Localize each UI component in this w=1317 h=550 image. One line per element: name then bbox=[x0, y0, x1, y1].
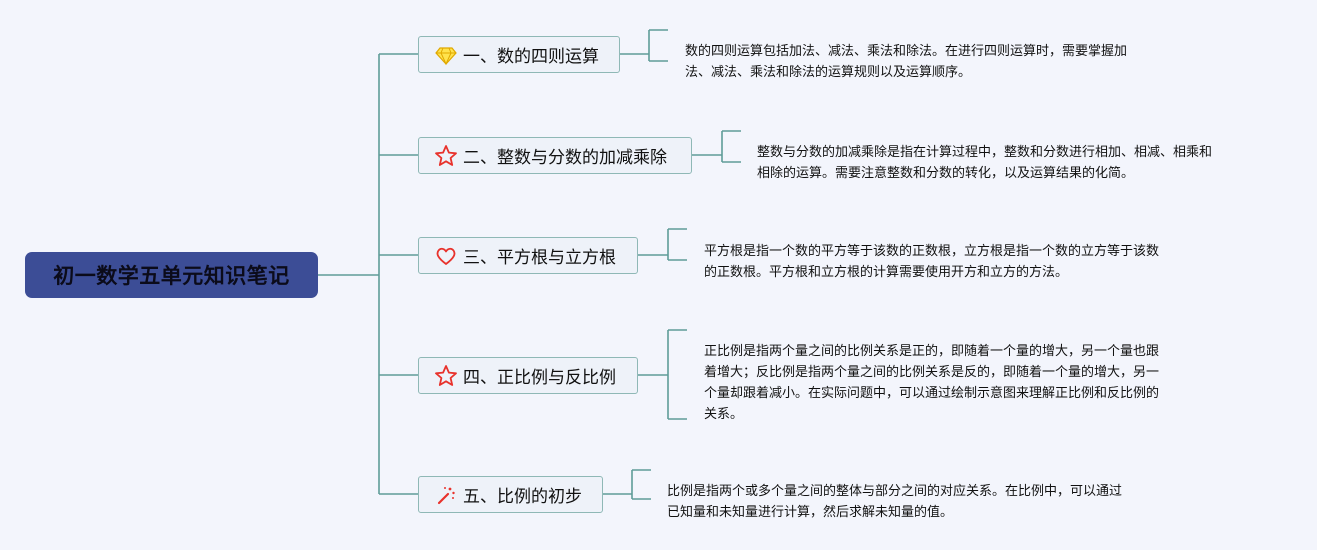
description-line: 相除的运算。需要注意整数和分数的转化，以及运算结果的化简。 bbox=[757, 166, 1135, 181]
branch-label: 三、平方根与立方根 bbox=[463, 248, 616, 268]
root-topic[interactable]: 初一数学五单元知识笔记 bbox=[25, 252, 318, 298]
branch-label: 五、比例的初步 bbox=[463, 487, 582, 507]
star-icon bbox=[433, 363, 459, 389]
description-line: 平方根是指一个数的平方等于该数的正数根，立方根是指一个数的立方等于该数 bbox=[704, 244, 1160, 259]
description-line: 整数与分数的加减乘除是指在计算过程中，整数和分数进行相加、相减、相乘和 bbox=[757, 145, 1213, 160]
description-2: 整数与分数的加减乘除是指在计算过程中，整数和分数进行相加、相减、相乘和 相除的运… bbox=[757, 142, 1212, 184]
description-line: 个量却跟着减小。在实际问题中，可以通过绘制示意图来理解正比例和反比例的 bbox=[704, 386, 1160, 401]
diamond-icon bbox=[433, 42, 459, 68]
description-line: 着增大；反比例是指两个量之间的比例关系是反的，即随着一个量的增大，另一 bbox=[704, 365, 1160, 380]
heart-icon bbox=[433, 243, 459, 269]
description-line: 比例是指两个或多个量之间的整体与部分之间的对应关系。在比例中，可以通过 bbox=[667, 484, 1123, 499]
description-line: 法、减法、乘法和除法的运算规则以及运算顺序。 bbox=[685, 65, 972, 80]
branch-node-4[interactable]: 四、正比例与反比例 bbox=[418, 357, 638, 394]
root-title: 初一数学五单元知识笔记 bbox=[53, 264, 290, 288]
branch-label: 四、正比例与反比例 bbox=[463, 368, 616, 388]
description-4: 正比例是指两个量之间的比例关系是正的，即随着一个量的增大，另一个量也跟 着增大；… bbox=[704, 341, 1159, 425]
branch-label: 二、整数与分数的加减乘除 bbox=[463, 148, 667, 168]
description-5: 比例是指两个或多个量之间的整体与部分之间的对应关系。在比例中，可以通过 已知量和… bbox=[667, 481, 1122, 523]
description-line: 数的四则运算包括加法、减法、乘法和除法。在进行四则运算时，需要掌握加 bbox=[685, 44, 1128, 59]
description-line: 正比例是指两个量之间的比例关系是正的，即随着一个量的增大，另一个量也跟 bbox=[704, 344, 1160, 359]
description-line: 已知量和未知量进行计算，然后求解未知量的值。 bbox=[667, 505, 954, 520]
branch-node-1[interactable]: 一、数的四则运算 bbox=[418, 36, 620, 73]
branch-label: 一、数的四则运算 bbox=[463, 47, 599, 67]
description-line: 的正数根。平方根和立方根的计算需要使用开方和立方的方法。 bbox=[704, 265, 1069, 280]
description-3: 平方根是指一个数的平方等于该数的正数根，立方根是指一个数的立方等于该数 的正数根… bbox=[704, 241, 1159, 283]
branch-node-3[interactable]: 三、平方根与立方根 bbox=[418, 237, 638, 274]
branch-node-5[interactable]: 五、比例的初步 bbox=[418, 476, 603, 513]
star-icon bbox=[433, 143, 459, 169]
description-1: 数的四则运算包括加法、减法、乘法和除法。在进行四则运算时，需要掌握加 法、减法、… bbox=[685, 41, 1127, 83]
description-line: 关系。 bbox=[704, 407, 744, 422]
magic-wand-icon bbox=[433, 482, 459, 508]
branch-node-2[interactable]: 二、整数与分数的加减乘除 bbox=[418, 137, 692, 174]
